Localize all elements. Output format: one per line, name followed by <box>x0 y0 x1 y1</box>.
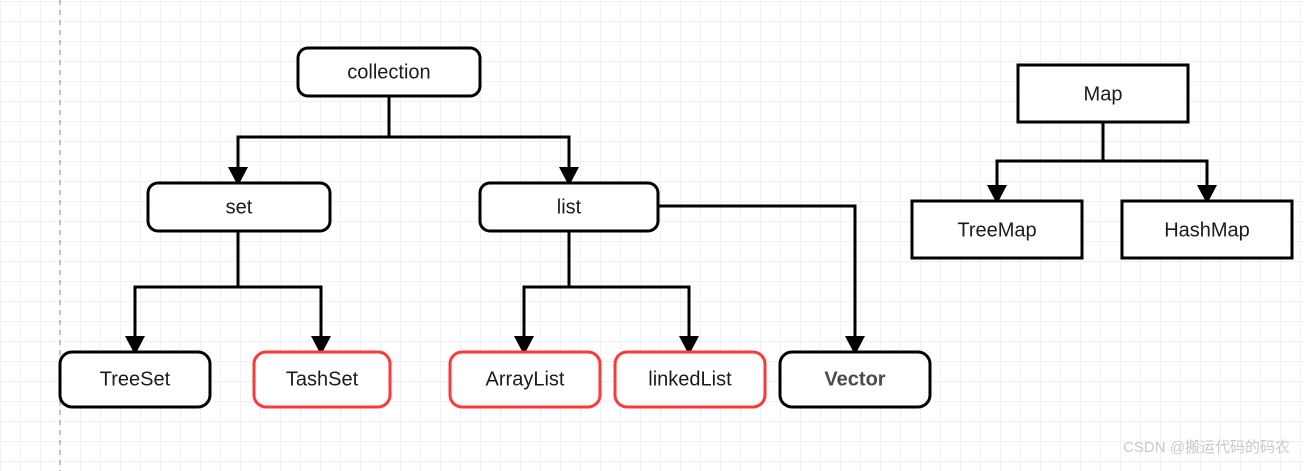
node-collection-label: collection <box>347 61 430 83</box>
edge-list-to-vector <box>658 204 857 337</box>
node-arraylist[interactable]: ArrayList <box>448 350 602 409</box>
arrow-head-tashset <box>311 336 331 355</box>
node-map-label: Map <box>1084 83 1123 105</box>
arrow-head-list <box>559 167 579 186</box>
arrow-head-linkedlist <box>679 336 699 355</box>
node-collection-box[interactable] <box>296 46 482 98</box>
node-treemap-box[interactable] <box>910 199 1084 260</box>
node-list[interactable]: list <box>478 181 660 233</box>
edge-list-to-arraylist <box>522 231 571 337</box>
arrow-head-treeset <box>125 336 145 355</box>
node-set[interactable]: set <box>146 181 332 233</box>
arrow-head-arraylist <box>514 336 534 355</box>
node-hashmap-label: HashMap <box>1164 219 1250 241</box>
watermark-text: CSDN @搬运代码的码农 <box>1123 439 1290 456</box>
node-treeset[interactable]: TreeSet <box>58 350 212 409</box>
edge-collection-to-list <box>389 135 571 168</box>
arrow-head-treemap <box>987 185 1007 204</box>
edge-list-to-linkedlist <box>569 285 691 337</box>
edge-set-to-tashset <box>238 285 323 337</box>
edge-map-to-hashmap <box>1103 159 1209 186</box>
node-list-label: list <box>557 196 582 218</box>
node-treeset-label: TreeSet <box>100 368 171 390</box>
node-treemap[interactable]: TreeMap <box>910 199 1084 260</box>
node-tashset-label: TashSet <box>286 368 359 390</box>
node-map-box[interactable] <box>1016 63 1190 124</box>
arrow-head-vector <box>845 336 865 355</box>
node-set-box[interactable] <box>146 181 332 233</box>
edge-set-to-treeset <box>133 231 240 337</box>
node-vector[interactable]: Vector <box>778 350 932 409</box>
node-tashset[interactable]: TashSet <box>252 350 392 409</box>
arrow-head-hashmap <box>1197 185 1217 204</box>
node-arraylist-box[interactable] <box>448 350 602 409</box>
node-vector-label: Vector <box>824 368 885 390</box>
node-collection[interactable]: collection <box>296 46 482 98</box>
node-hashmap-box[interactable] <box>1120 199 1294 260</box>
node-linkedlist[interactable]: linkedList <box>613 350 767 409</box>
edge-map-to-treemap <box>995 122 1105 186</box>
node-linkedlist-box[interactable] <box>613 350 767 409</box>
node-set-label: set <box>226 196 253 218</box>
node-group: collection set list TreeSet TashSet <box>58 46 1294 409</box>
arrow-head-set <box>228 167 248 186</box>
node-hashmap[interactable]: HashMap <box>1120 199 1294 260</box>
node-map[interactable]: Map <box>1016 63 1190 124</box>
edge-collection-to-set <box>236 96 391 168</box>
node-treeset-box[interactable] <box>58 350 212 409</box>
node-arraylist-label: ArrayList <box>486 368 565 390</box>
node-list-box[interactable] <box>478 181 660 233</box>
node-treemap-label: TreeMap <box>957 219 1036 241</box>
node-vector-box[interactable] <box>778 350 932 409</box>
node-tashset-box[interactable] <box>252 350 392 409</box>
node-linkedlist-label: linkedList <box>648 368 732 390</box>
edge-group <box>125 96 1217 355</box>
